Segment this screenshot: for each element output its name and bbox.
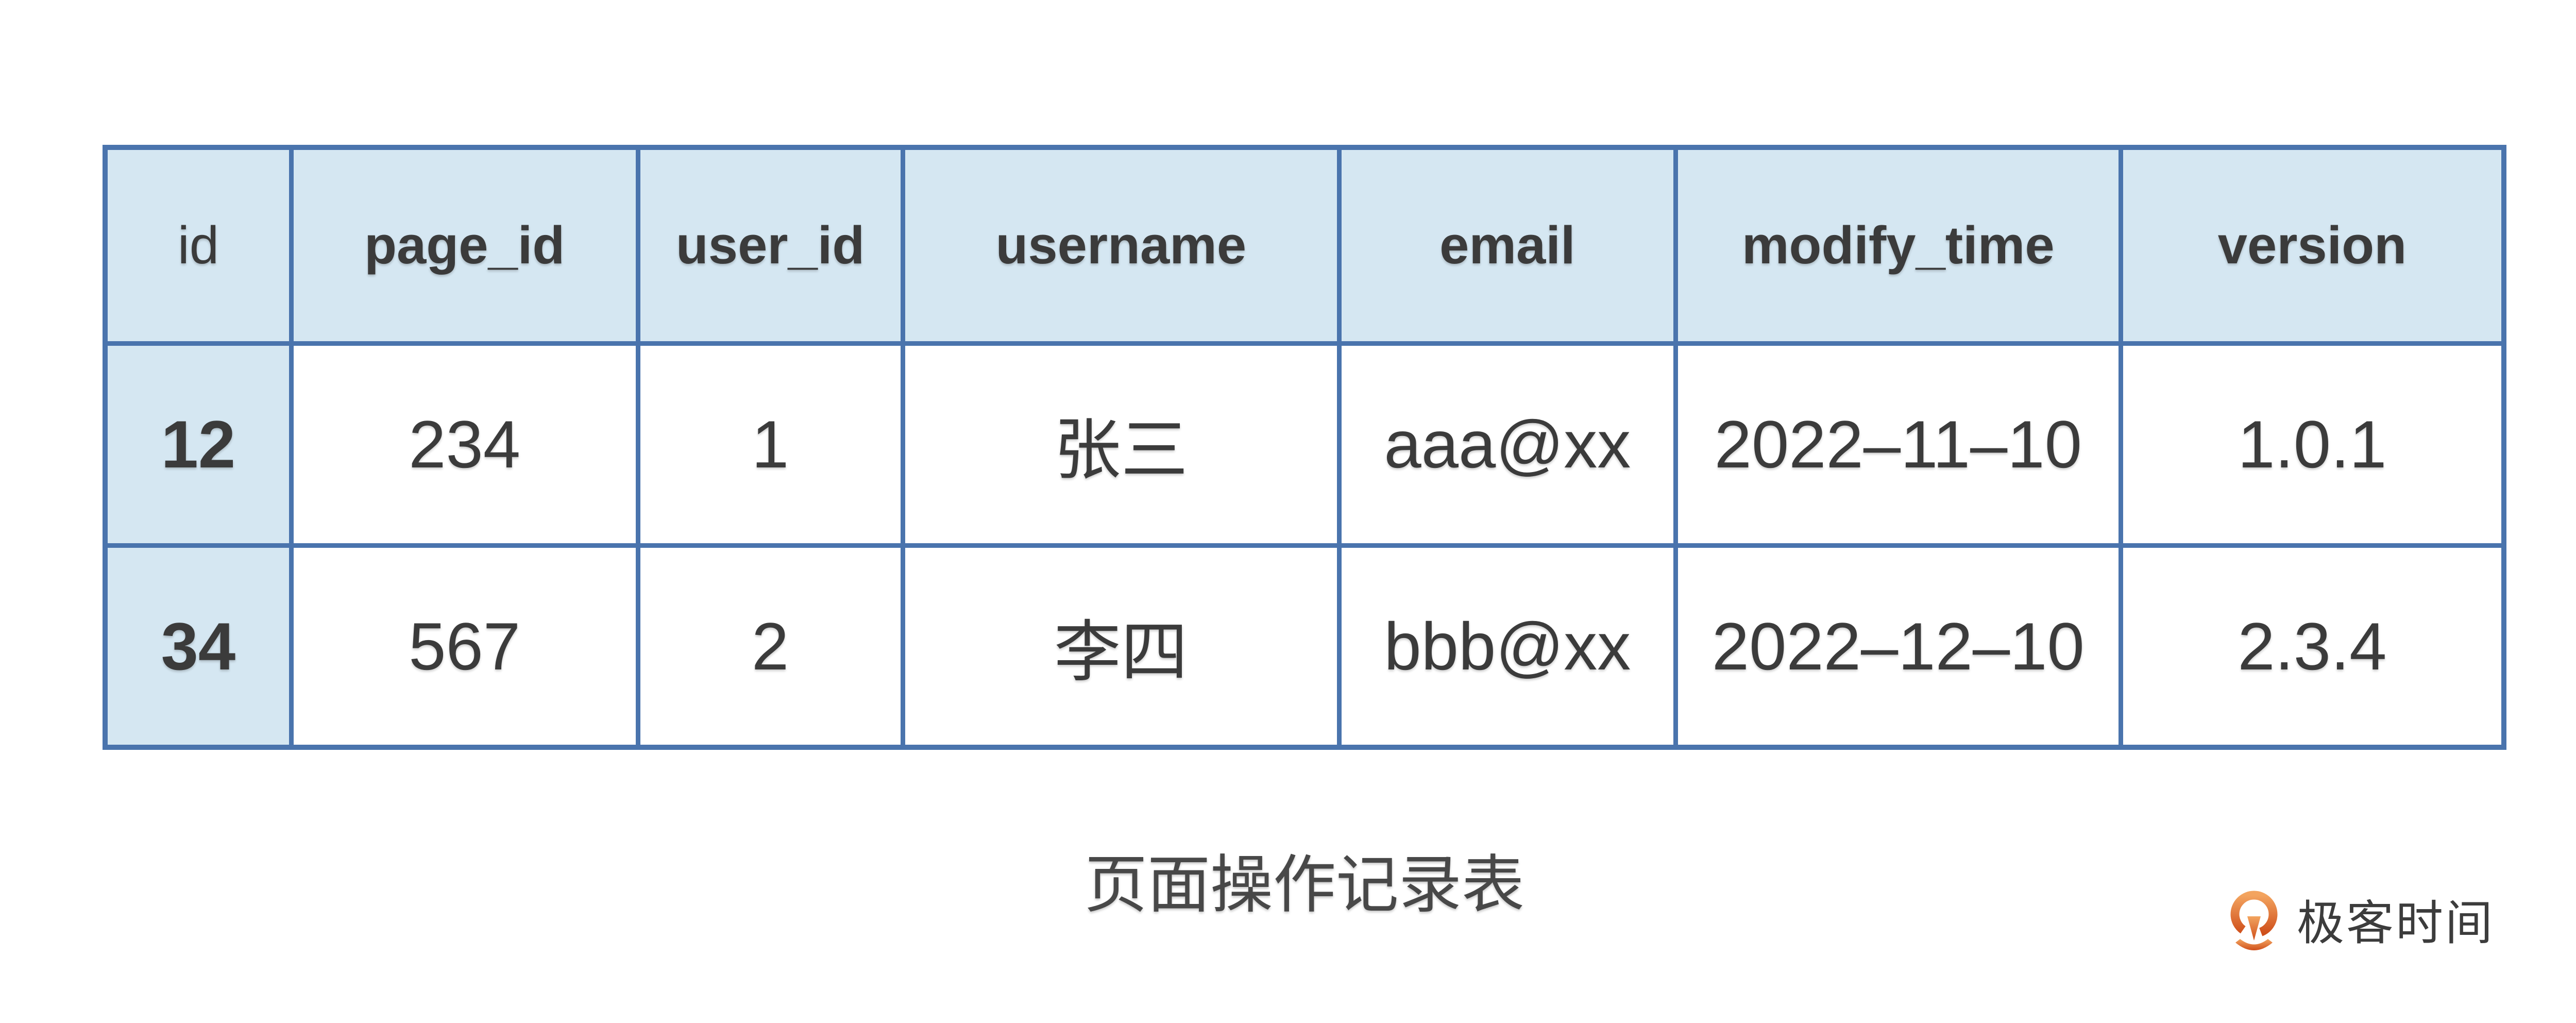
cell-row1-page-id: 234 [289,341,640,548]
cell-row2-username: 李四 [900,543,1342,750]
header-cell-email: email [1336,145,1678,346]
geektime-logo-icon [2230,891,2278,950]
cell-row2-id: 34 [103,543,294,750]
header-cell-modify-time: modify_time [1673,145,2123,346]
cell-row2-email: bbb@xx [1336,543,1678,750]
table-row-1: 12 234 1 张三 aaa@xx 2022–11–10 1.0.1 [103,341,2506,548]
table-header-row: id page_id user_id username email modify… [103,145,2506,346]
cell-row1-version: 1.0.1 [2118,341,2506,548]
cell-row1-modify-time: 2022–11–10 [1673,341,2123,548]
page-operation-record-table: id page_id user_id username email modify… [103,145,2506,750]
header-cell-username: username [900,145,1342,346]
header-cell-user-id: user_id [635,145,905,346]
figure-caption: 页面操作记录表 [1084,850,1524,920]
cell-row2-version: 2.3.4 [2118,543,2506,750]
cell-row1-id: 12 [103,341,294,548]
cell-row1-email: aaa@xx [1336,341,1678,548]
header-cell-id: id [103,145,294,346]
table-row-2: 34 567 2 李四 bbb@xx 2022–12–10 2.3.4 [103,543,2506,750]
cell-row1-username: 张三 [900,341,1342,548]
cell-row2-user-id: 2 [635,543,905,750]
geektime-logo: 极客时间 [2228,890,2495,958]
cell-row1-user-id: 1 [635,341,905,548]
header-cell-page-id: page_id [289,145,640,346]
cell-row2-modify-time: 2022–12–10 [1673,543,2123,750]
geektime-logo-text: 极客时间 [2297,897,2495,950]
header-cell-version: version [2118,145,2506,346]
cell-row2-page-id: 567 [289,543,640,750]
